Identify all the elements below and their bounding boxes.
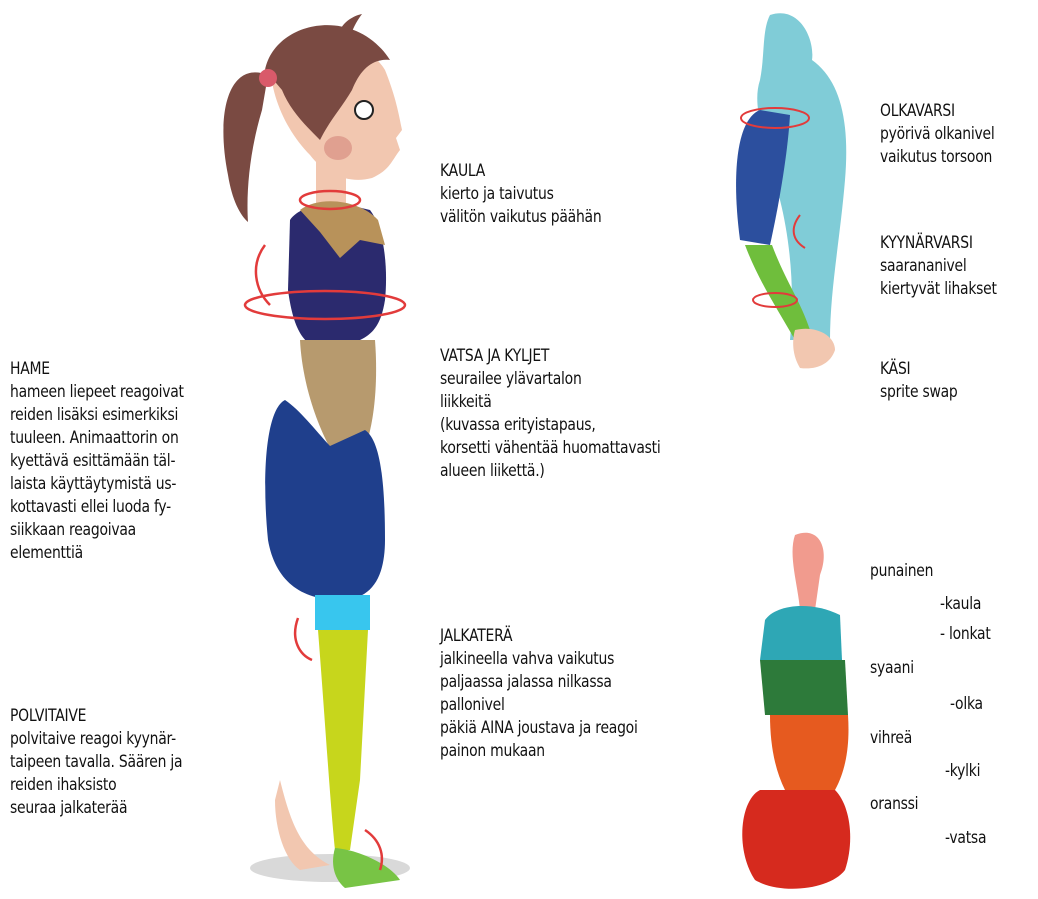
legend-punainen: punainen xyxy=(870,560,947,583)
leg-shin xyxy=(318,630,368,850)
olkavarsi-title: OLKAVARSI xyxy=(880,100,994,123)
kyynarvarsi-line: saarananivel xyxy=(880,255,997,278)
heat-blouse xyxy=(760,660,848,715)
hame-title: HAME xyxy=(10,358,184,381)
kyynarvarsi-line: kiertyvät lihakset xyxy=(880,278,997,301)
jalkatera-line: pallonivel xyxy=(440,694,638,717)
legend-item: -olka xyxy=(950,693,983,716)
legend-item: punainen xyxy=(870,560,933,583)
olkavarsi-line: vaikutus torsoon xyxy=(880,146,994,169)
legend-kaula: -kaula xyxy=(940,593,990,616)
legend-item: - lonkat xyxy=(940,623,991,646)
hame-line: kottavasti ellei luoda fy- xyxy=(10,496,184,519)
kaula-title: KAULA xyxy=(440,160,601,183)
hame-line: hameen liepeet reagoivat xyxy=(10,381,184,404)
jalkatera-title: JALKATERÄ xyxy=(440,625,638,648)
hame-line: siikkaan reagoivaa xyxy=(10,519,184,542)
eye xyxy=(355,101,373,119)
vatsa-title: VATSA JA KYLJET xyxy=(440,345,661,368)
vatsa-line: korsetti vähentää huomattavasti xyxy=(440,437,661,460)
legend-item: syaani xyxy=(870,657,914,680)
upper-arm xyxy=(736,110,790,245)
legend-item: -kaula xyxy=(940,593,981,616)
polvitaive-line: reiden ihaksisto xyxy=(10,774,182,797)
vatsa-line: liikkeitä xyxy=(440,391,661,414)
heat-shoulder xyxy=(760,606,842,660)
legend-oranssi: oranssi xyxy=(870,793,929,816)
label-hame: HAME hameen liepeet reagoivat reiden lis… xyxy=(10,358,222,565)
kyynarvarsi-title: KYYNÄRVARSI xyxy=(880,232,997,255)
label-olkavarsi: OLKAVARSI pyörivä olkanivel vaikutus tor… xyxy=(880,100,1020,169)
legend-syaani: syaani xyxy=(870,657,923,680)
cheek xyxy=(324,136,352,160)
kaula-line: välitön vaikutus päähän xyxy=(440,206,601,229)
label-jalkatera: JALKATERÄ jalkineella vahva vaikutus pal… xyxy=(440,625,681,763)
legend-lonkat: - lonkat xyxy=(940,623,1002,646)
leg-knee xyxy=(315,595,370,630)
hame-line: tuuleen. Animaattorin on xyxy=(10,427,184,450)
vatsa-line: alueen liikettä.) xyxy=(440,460,661,483)
kasi-title: KÄSI xyxy=(880,358,958,381)
hame-line: laista käyttäytymistä us- xyxy=(10,473,184,496)
hame-line: reiden lisäksi esimerkiksi xyxy=(10,404,184,427)
legend-vihrea: vihreä xyxy=(870,727,921,750)
vatsa-line: (kuvassa erityistapaus, xyxy=(440,414,661,437)
legend-item: -vatsa xyxy=(945,827,986,850)
hame-line: elementtiä xyxy=(10,542,184,565)
neck xyxy=(316,160,346,205)
label-vatsa: VATSA JA KYLJET seurailee ylävartalon li… xyxy=(440,345,709,483)
vatsa-line: seurailee ylävartalon xyxy=(440,368,661,391)
label-kyynarvarsi: KYYNÄRVARSI saarananivel kiertyvät lihak… xyxy=(880,232,1022,301)
polvitaive-line: seuraa jalkaterää xyxy=(10,797,182,820)
kaula-line: kierto ja taivutus xyxy=(440,183,601,206)
hame-line: kyettävä esittämään täl- xyxy=(10,450,184,473)
legend-olka: -olka xyxy=(950,693,990,716)
jalkatera-line: painon mukaan xyxy=(440,740,638,763)
heat-corset xyxy=(770,715,848,790)
heat-neck xyxy=(793,533,824,610)
legend-item: -kylki xyxy=(945,760,980,783)
olkavarsi-line: pyörivä olkanivel xyxy=(880,123,994,146)
label-kasi: KÄSI sprite swap xyxy=(880,358,975,404)
polvitaive-line: polvitaive reagoi kyynär- xyxy=(10,728,182,751)
legend-item: oranssi xyxy=(870,793,918,816)
jalkatera-line: jalkineella vahva vaikutus xyxy=(440,648,638,671)
legend-vatsa: -vatsa xyxy=(945,827,995,850)
hair-tie xyxy=(259,69,277,87)
jalkatera-line: paljaassa jalassa nilkassa xyxy=(440,671,638,694)
label-kaula: KAULA kierto ja taivutus välitön vaikutu… xyxy=(440,160,637,229)
polvitaive-title: POLVITAIVE xyxy=(10,705,182,728)
legend-item: vihreä xyxy=(870,727,912,750)
legend-kylki: -kylki xyxy=(945,760,988,783)
jalkatera-line: päkiä AINA joustava ja reagoi xyxy=(440,717,638,740)
heat-skirt xyxy=(742,790,850,889)
label-polvitaive: POLVITAIVE polvitaive reagoi kyynär- tai… xyxy=(10,705,220,820)
ponytail xyxy=(223,72,268,222)
kasi-line: sprite swap xyxy=(880,381,958,404)
polvitaive-line: taipeen tavalla. Säären ja xyxy=(10,751,182,774)
